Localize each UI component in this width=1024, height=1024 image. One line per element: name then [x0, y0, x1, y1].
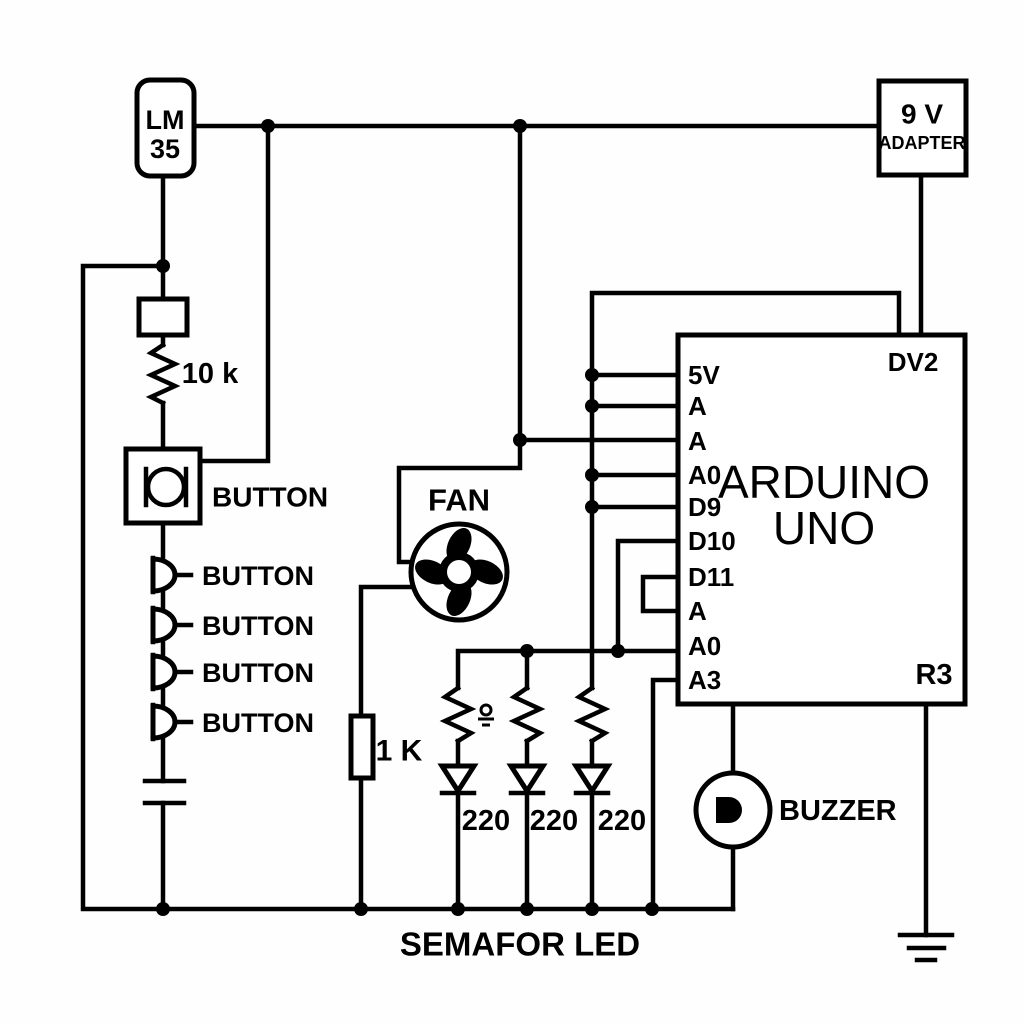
wire-d10 — [615, 538, 681, 654]
wires — [80, 123, 929, 938]
adapter-label-line1: 9 V — [901, 99, 943, 130]
main-button-box — [123, 446, 203, 526]
pin-a3: A3 — [688, 665, 721, 695]
junction-dot — [156, 902, 170, 916]
fan-label: FAN — [428, 483, 490, 518]
wire-button-to-rail — [197, 123, 271, 464]
junction-dot — [513, 433, 527, 447]
resistor-1k-body — [348, 713, 376, 781]
fan: FAN — [408, 483, 510, 623]
junction-dot — [354, 902, 368, 916]
junction-dot — [585, 468, 599, 482]
arduino-uno: ARDUINO UNO DV2 R3 5V A A A0 D9 D10 D11 … — [675, 332, 968, 707]
push-button-icon — [143, 466, 189, 508]
arduino-name-line2: UNO — [773, 502, 875, 554]
resistor-220-label-3: 220 — [598, 805, 646, 837]
resistor-10k-label: 10 k — [182, 358, 239, 390]
pin-a1: A — [688, 391, 707, 421]
lm35-label-line2: 35 — [150, 134, 180, 164]
resistor-220-3 — [573, 684, 611, 745]
junction-dot — [156, 259, 170, 273]
arduino-corner-r3: R3 — [915, 659, 952, 691]
junction-dot — [585, 399, 599, 413]
arduino-name-line1: ARDUINO — [718, 456, 930, 508]
buzzer-icon — [716, 797, 742, 823]
pin-d11: D11 — [688, 562, 734, 592]
diagram-caption: SEMAFOR LED — [400, 926, 640, 963]
ground-icon — [897, 932, 955, 963]
capacitor-icon — [142, 778, 187, 806]
resistor-220-1 — [439, 684, 477, 745]
pin-d10: D10 — [688, 526, 736, 556]
pin-5v: 5V — [688, 360, 720, 390]
led-2-icon — [506, 763, 548, 796]
junction-dots — [156, 119, 659, 916]
junction-dot — [451, 902, 465, 916]
lm35-sensor: LM 35 — [134, 77, 197, 179]
resistor-220-label-2: 220 — [530, 805, 578, 837]
button-label: BUTTON — [202, 658, 314, 688]
led-3-icon — [571, 763, 613, 796]
pin-d9: D9 — [688, 492, 721, 522]
led-columns — [437, 684, 613, 912]
button-2: BUTTON — [150, 605, 314, 645]
wire-fan-bottom — [358, 584, 415, 719]
adapter-label-line2: ADAPTER — [878, 133, 965, 153]
wire-fan-top — [396, 437, 523, 565]
adapter-9v: 9 V ADAPTER — [876, 78, 969, 178]
button-icon — [150, 653, 178, 691]
junction-dot — [585, 902, 599, 916]
button-1: BUTTON — [150, 555, 314, 595]
resistor-10k-zigzag — [145, 341, 181, 407]
resistor-1k: 1 K — [348, 713, 423, 781]
junction-dot — [513, 119, 527, 133]
mini-ground-icon — [478, 703, 494, 727]
wire-d11-loop — [640, 574, 681, 614]
button-label: BUTTON — [202, 708, 314, 738]
button-label: BUTTON — [202, 561, 314, 591]
adapter-box — [876, 78, 969, 178]
junction-dot — [645, 902, 659, 916]
junction-dot — [585, 368, 599, 382]
arduino-corner-dv2: DV2 — [888, 347, 939, 377]
pin-a3r: A — [688, 596, 707, 626]
button-3: BUTTON — [150, 652, 314, 692]
wire-a3 — [650, 677, 681, 912]
junction-dot — [585, 500, 599, 514]
junction-dot — [261, 119, 275, 133]
lm35-box — [134, 77, 197, 179]
main-button-label: BUTTON — [212, 482, 328, 513]
lm35-label-line1: LM — [146, 105, 185, 135]
button-icon — [150, 606, 178, 644]
pin-a2: A — [688, 426, 707, 456]
buzzer-label: BUZZER — [779, 795, 897, 827]
button-icon — [150, 703, 178, 741]
junction-dot — [520, 644, 534, 658]
resistor-220-label-1: 220 — [462, 805, 510, 837]
button-4: BUTTON — [150, 702, 314, 742]
wire-pin-bus — [589, 290, 902, 691]
wire-left-bottom-rail — [80, 263, 736, 912]
pin-a0-2: A0 — [688, 631, 721, 661]
sensor-block — [136, 296, 190, 338]
fan-icon — [408, 521, 510, 623]
button-label: BUTTON — [202, 611, 314, 641]
junction-dot — [520, 902, 534, 916]
resistor-1k-label: 1 K — [376, 735, 423, 768]
led-1-icon — [437, 763, 479, 796]
buzzer: BUZZER — [693, 770, 897, 850]
junction-dot — [611, 644, 625, 658]
wire-led-rail — [455, 648, 681, 691]
arduino-box — [675, 332, 968, 707]
arduino-pin-labels: 5V A A A0 D9 D10 D11 A A0 A3 — [688, 360, 736, 695]
button-icon — [150, 556, 178, 594]
main-button: BUTTON — [123, 446, 328, 526]
resistor-220-2 — [508, 684, 546, 745]
pin-a0-1: A0 — [688, 460, 721, 490]
